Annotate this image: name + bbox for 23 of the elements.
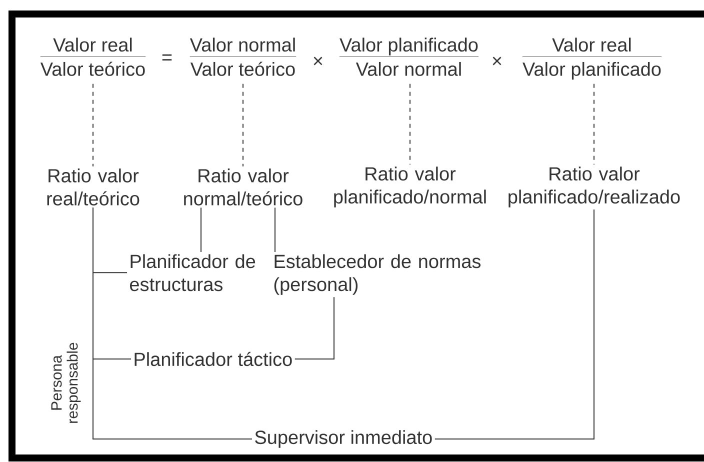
ratio-label: Ratio valor real/teórico <box>47 168 140 206</box>
ratio-label: Ratio valor planificado/normal <box>334 166 486 208</box>
role-label: Supervisor inmediato <box>255 430 432 448</box>
connector-line <box>274 207 276 252</box>
fraction: Valor real Valor planificado <box>522 38 662 80</box>
ratio-label: Ratio valor normal/teórico <box>184 168 302 206</box>
connector-line <box>242 83 244 167</box>
role-label: Planificador de estructuras <box>130 254 256 292</box>
connector-line <box>92 207 252 440</box>
ratio-label: Ratio valor planificado/realizado <box>508 166 680 208</box>
operator-sign: × <box>492 56 502 66</box>
role-label: Establecedor de normas (personal) <box>274 254 481 295</box>
operator-sign: × <box>314 56 322 66</box>
connector-line <box>92 83 94 167</box>
connector-line <box>294 296 334 360</box>
axis-label: Persona responsable <box>51 342 81 423</box>
fraction: Valor normal Valor teórico <box>190 38 296 76</box>
role-label: Planificador táctico <box>134 352 292 366</box>
connector-line <box>200 207 202 252</box>
operator-sign: = <box>162 54 172 60</box>
fraction: Valor planificado Valor normal <box>339 38 479 76</box>
fraction: Valor real Valor teórico <box>40 38 146 76</box>
connector-line <box>434 209 594 440</box>
